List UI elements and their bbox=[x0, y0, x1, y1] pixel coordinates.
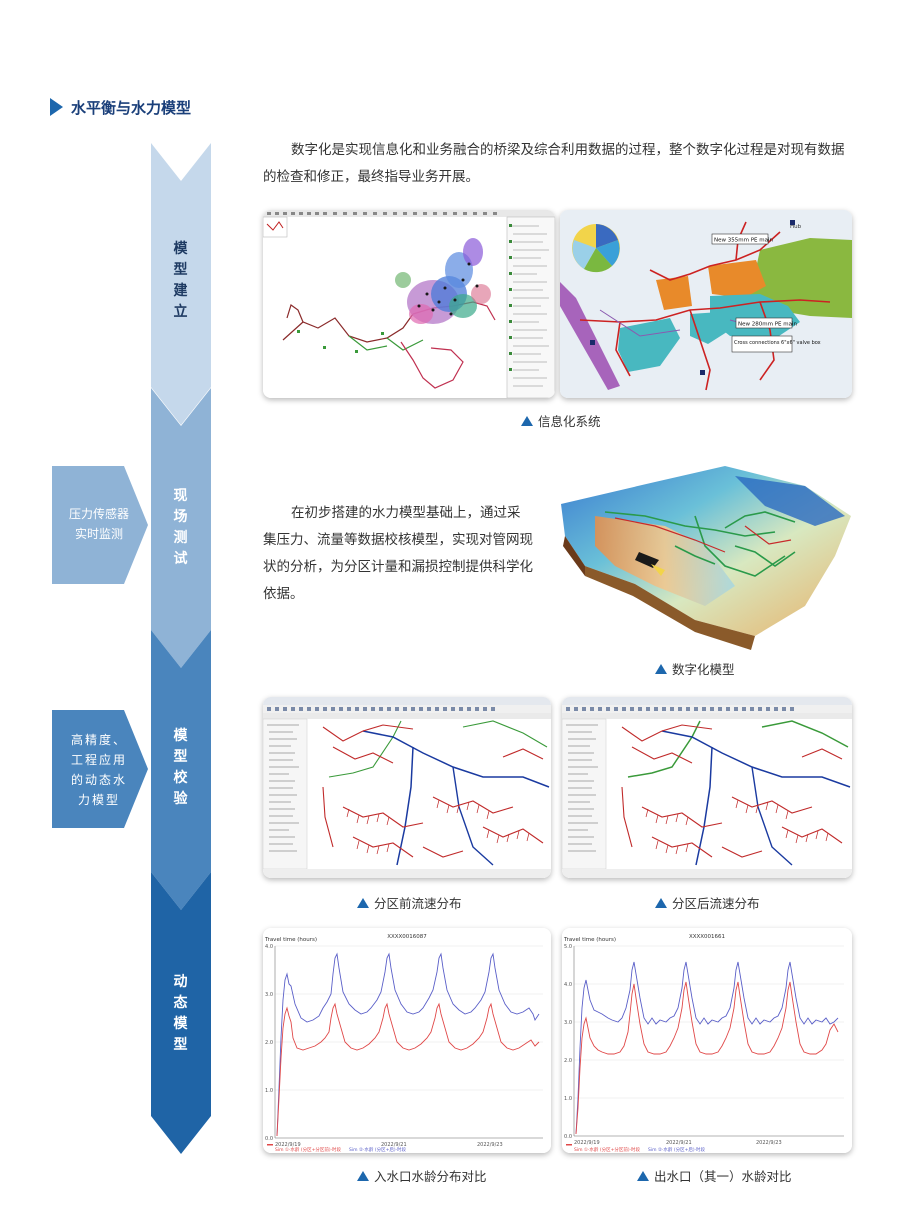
side-label-model-line-1: 高精度、 bbox=[70, 733, 127, 747]
outlet-chart-ylabel: Travel time (hours) bbox=[563, 937, 616, 943]
outlet-age-chart: XXXX001661 Travel time (hours) 0.0 1.0 2… bbox=[562, 928, 852, 1153]
inlet-ytick-1: 1.0 bbox=[265, 1088, 273, 1094]
inlet-chart-title: XXXX0016087 bbox=[387, 934, 427, 940]
intro-paragraph: 数字化是实现信息化和业务融合的桥梁及综合利用数据的过程，整个数字化过程是对现有数… bbox=[263, 142, 845, 185]
zoning-map: New 355mm PE main New 280mm PE main Cros… bbox=[560, 210, 852, 398]
map-label-main-1: New 355mm PE main bbox=[714, 238, 774, 244]
caption-inlet-age: 入水口水龄分布对比 bbox=[357, 1166, 487, 1185]
triangle-up-icon bbox=[637, 1170, 649, 1181]
before-zoning-screenshot bbox=[263, 697, 551, 878]
inlet-legend-red-swatch bbox=[267, 1144, 273, 1146]
outlet-xtick-1: 2022/9/21 bbox=[666, 1140, 692, 1146]
inlet-ytick-2: 2.0 bbox=[265, 1040, 273, 1046]
inlet-ytick-3: 3.0 bbox=[265, 992, 273, 998]
stage-label-dynamic-model: 动态模型 bbox=[173, 974, 189, 1053]
triangle-up-icon bbox=[357, 1170, 369, 1181]
outlet-ytick-0: 0.0 bbox=[564, 1134, 572, 1140]
outlet-ytick-2: 2.0 bbox=[564, 1058, 572, 1064]
map-label-main-2: New 280mm PE main bbox=[738, 322, 798, 328]
inlet-ytick-0: 0.0 bbox=[265, 1136, 273, 1142]
stage-label-model-build: 模型建立 bbox=[173, 241, 189, 320]
inlet-xtick-0: 2022/9/19 bbox=[275, 1142, 301, 1148]
outlet-series-blue bbox=[575, 961, 839, 1135]
side-label-model-line-4: 力模型 bbox=[77, 793, 120, 807]
caption-outlet-age-text: 出水口（其一）水龄对比 bbox=[654, 1169, 792, 1184]
caption-inlet-age-text: 入水口水龄分布对比 bbox=[374, 1169, 487, 1184]
gis-screenshot bbox=[263, 210, 555, 398]
inlet-legend-2: Sim ②·水龄 (分区+后)·时段 bbox=[349, 1146, 407, 1153]
outlet-legend-red-swatch bbox=[566, 1144, 572, 1146]
stage-field-test: 现场测试 bbox=[151, 388, 211, 668]
inlet-xtick-2: 2022/9/23 bbox=[477, 1142, 503, 1148]
field-test-paragraph: 在初步搭建的水力模型基础上，通过采集压力、流量等数据校核模型，实现对管网现状的分… bbox=[263, 505, 533, 602]
caption-digital-model-text: 数字化模型 bbox=[672, 662, 735, 677]
outlet-series-red bbox=[575, 981, 839, 1135]
side-label-model-line-2: 工程应用 bbox=[70, 753, 127, 767]
triangle-bullet-icon bbox=[50, 98, 63, 116]
outlet-xtick-2: 2022/9/23 bbox=[756, 1140, 782, 1146]
caption-outlet-age: 出水口（其一）水龄对比 bbox=[637, 1166, 792, 1185]
side-label-model-line-3: 的动态水 bbox=[70, 773, 127, 787]
caption-after-zoning: 分区后流速分布 bbox=[655, 893, 760, 912]
section-header: 水平衡与水力模型 bbox=[50, 96, 191, 118]
outlet-legend-2: Sim ②·水龄 (分区+后)·时段 bbox=[648, 1146, 706, 1153]
caption-before-zoning-text: 分区前流速分布 bbox=[374, 896, 462, 911]
caption-before-zoning: 分区前流速分布 bbox=[357, 893, 462, 912]
stage-label-model-verify: 模型校验 bbox=[173, 728, 189, 807]
outlet-chart-title: XXXX001661 bbox=[689, 934, 725, 940]
stage-label-field-test: 现场测试 bbox=[173, 488, 189, 567]
caption-digital-model: 数字化模型 bbox=[655, 659, 735, 678]
map-label-hub: Hub bbox=[790, 224, 802, 230]
caption-info-system-text: 信息化系统 bbox=[538, 414, 601, 429]
triangle-up-icon bbox=[655, 897, 667, 908]
outlet-ytick-4: 4.0 bbox=[564, 982, 572, 988]
outlet-ytick-1: 1.0 bbox=[564, 1096, 572, 1102]
outlet-ytick-5: 5.0 bbox=[564, 944, 572, 950]
inlet-series-red bbox=[276, 1002, 540, 1137]
inlet-ytick-4: 4.0 bbox=[265, 944, 273, 950]
triangle-up-icon bbox=[357, 897, 369, 908]
inlet-age-chart: XXXX0016087 Travel time (hours) 0.0 1.0 … bbox=[263, 928, 551, 1153]
inlet-xtick-1: 2022/9/21 bbox=[381, 1142, 407, 1148]
caption-after-zoning-text: 分区后流速分布 bbox=[672, 896, 760, 911]
inlet-series-blue bbox=[276, 952, 540, 1137]
section-title: 水平衡与水力模型 bbox=[71, 98, 192, 117]
outlet-xtick-0: 2022/9/19 bbox=[574, 1140, 600, 1146]
triangle-up-icon bbox=[655, 663, 667, 674]
after-zoning-screenshot bbox=[562, 697, 852, 878]
side-label-sensor-line-1: 压力传感器 bbox=[68, 507, 129, 521]
outlet-legend-1: Sim ①·水龄 (分区+分区前)·时段 bbox=[574, 1146, 641, 1153]
outlet-ytick-3: 3.0 bbox=[564, 1020, 572, 1026]
stage-model-build: 模型建立 bbox=[151, 143, 211, 425]
caption-info-system: 信息化系统 bbox=[521, 411, 601, 430]
inlet-chart-ylabel: Travel time (hours) bbox=[264, 937, 317, 943]
inlet-legend-1: Sim ①·水龄 (分区+分区前)·时段 bbox=[275, 1146, 342, 1153]
stage-model-verify: 模型校验 bbox=[151, 630, 211, 910]
stage-dynamic-model: 动态模型 bbox=[151, 872, 211, 1154]
terrain-model-image bbox=[555, 456, 855, 656]
triangle-up-icon bbox=[521, 415, 533, 426]
side-label-sensor-line-2: 实时监测 bbox=[74, 527, 123, 541]
side-label-model: 高精度、 工程应用 的动态水 力模型 bbox=[52, 710, 148, 828]
map-label-note: Cross connections 6"x6" valve box bbox=[734, 340, 821, 346]
side-label-sensor: 压力传感器 实时监测 bbox=[52, 466, 148, 584]
